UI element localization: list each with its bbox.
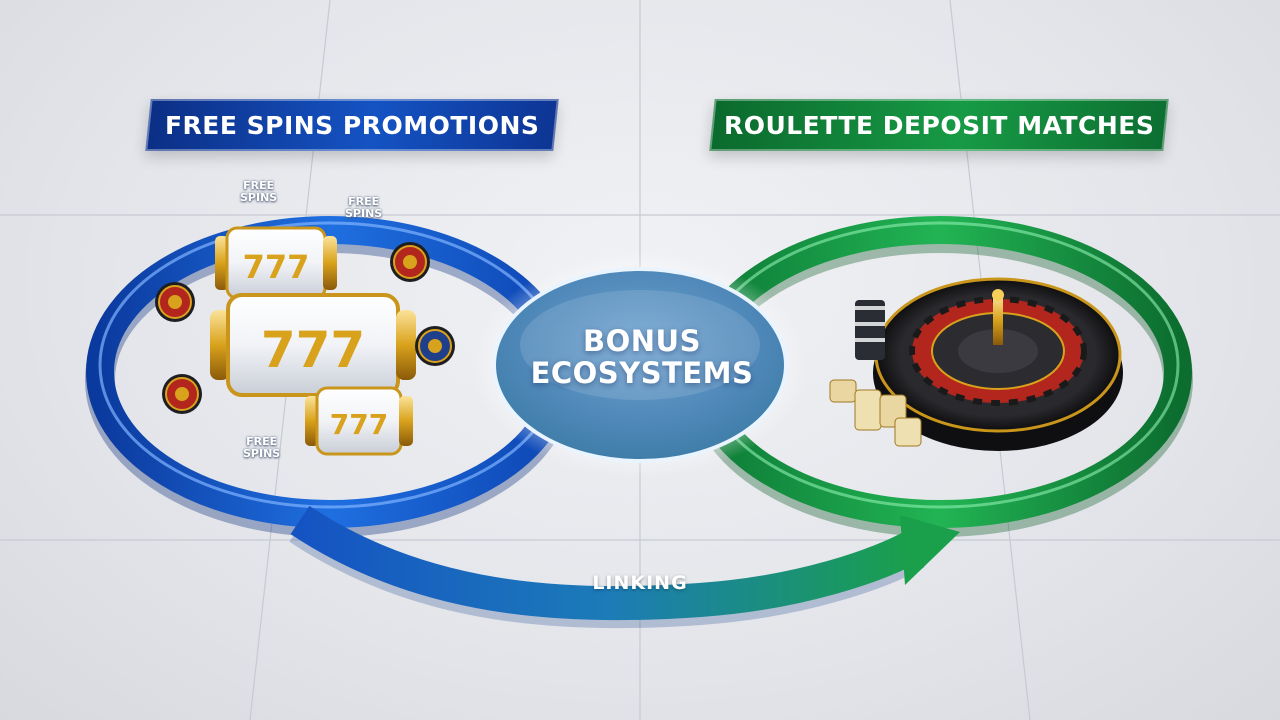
hub-title: BONUS ECOSYSTEMS [500, 325, 784, 389]
free-spins-tag: FREE SPINS [240, 179, 278, 204]
arrow-head-icon [900, 515, 960, 585]
slot-reel-icon: 777 777 777 [210, 226, 416, 456]
hub-title-line2: ECOSYSTEMS [530, 356, 754, 390]
roulette-wheel-icon [873, 277, 1123, 451]
hub-title-line1: BONUS [583, 324, 701, 358]
banner-left-label: FREE SPINS PROMOTIONS [164, 110, 540, 140]
roulette-token-icon [155, 242, 455, 414]
svg-text:777: 777 [261, 321, 365, 379]
svg-text:777: 777 [330, 408, 388, 441]
linking-arrow [289, 505, 960, 629]
free-spins-promotions-banner: FREE SPINS PROMOTIONS [145, 99, 559, 151]
free-spins-tag: FREE SPINS [243, 435, 281, 460]
banner-right-label: ROULETTE DEPOSIT MATCHES [723, 110, 1155, 140]
free-spins-tag: FREE SPINS [345, 195, 383, 220]
casino-chip-icon [829, 300, 922, 447]
central-hub [472, 253, 808, 477]
linking-label: LINKING [592, 572, 688, 594]
svg-text:777: 777 [243, 248, 310, 286]
roulette-deposit-matches-banner: ROULETTE DEPOSIT MATCHES [709, 99, 1169, 151]
